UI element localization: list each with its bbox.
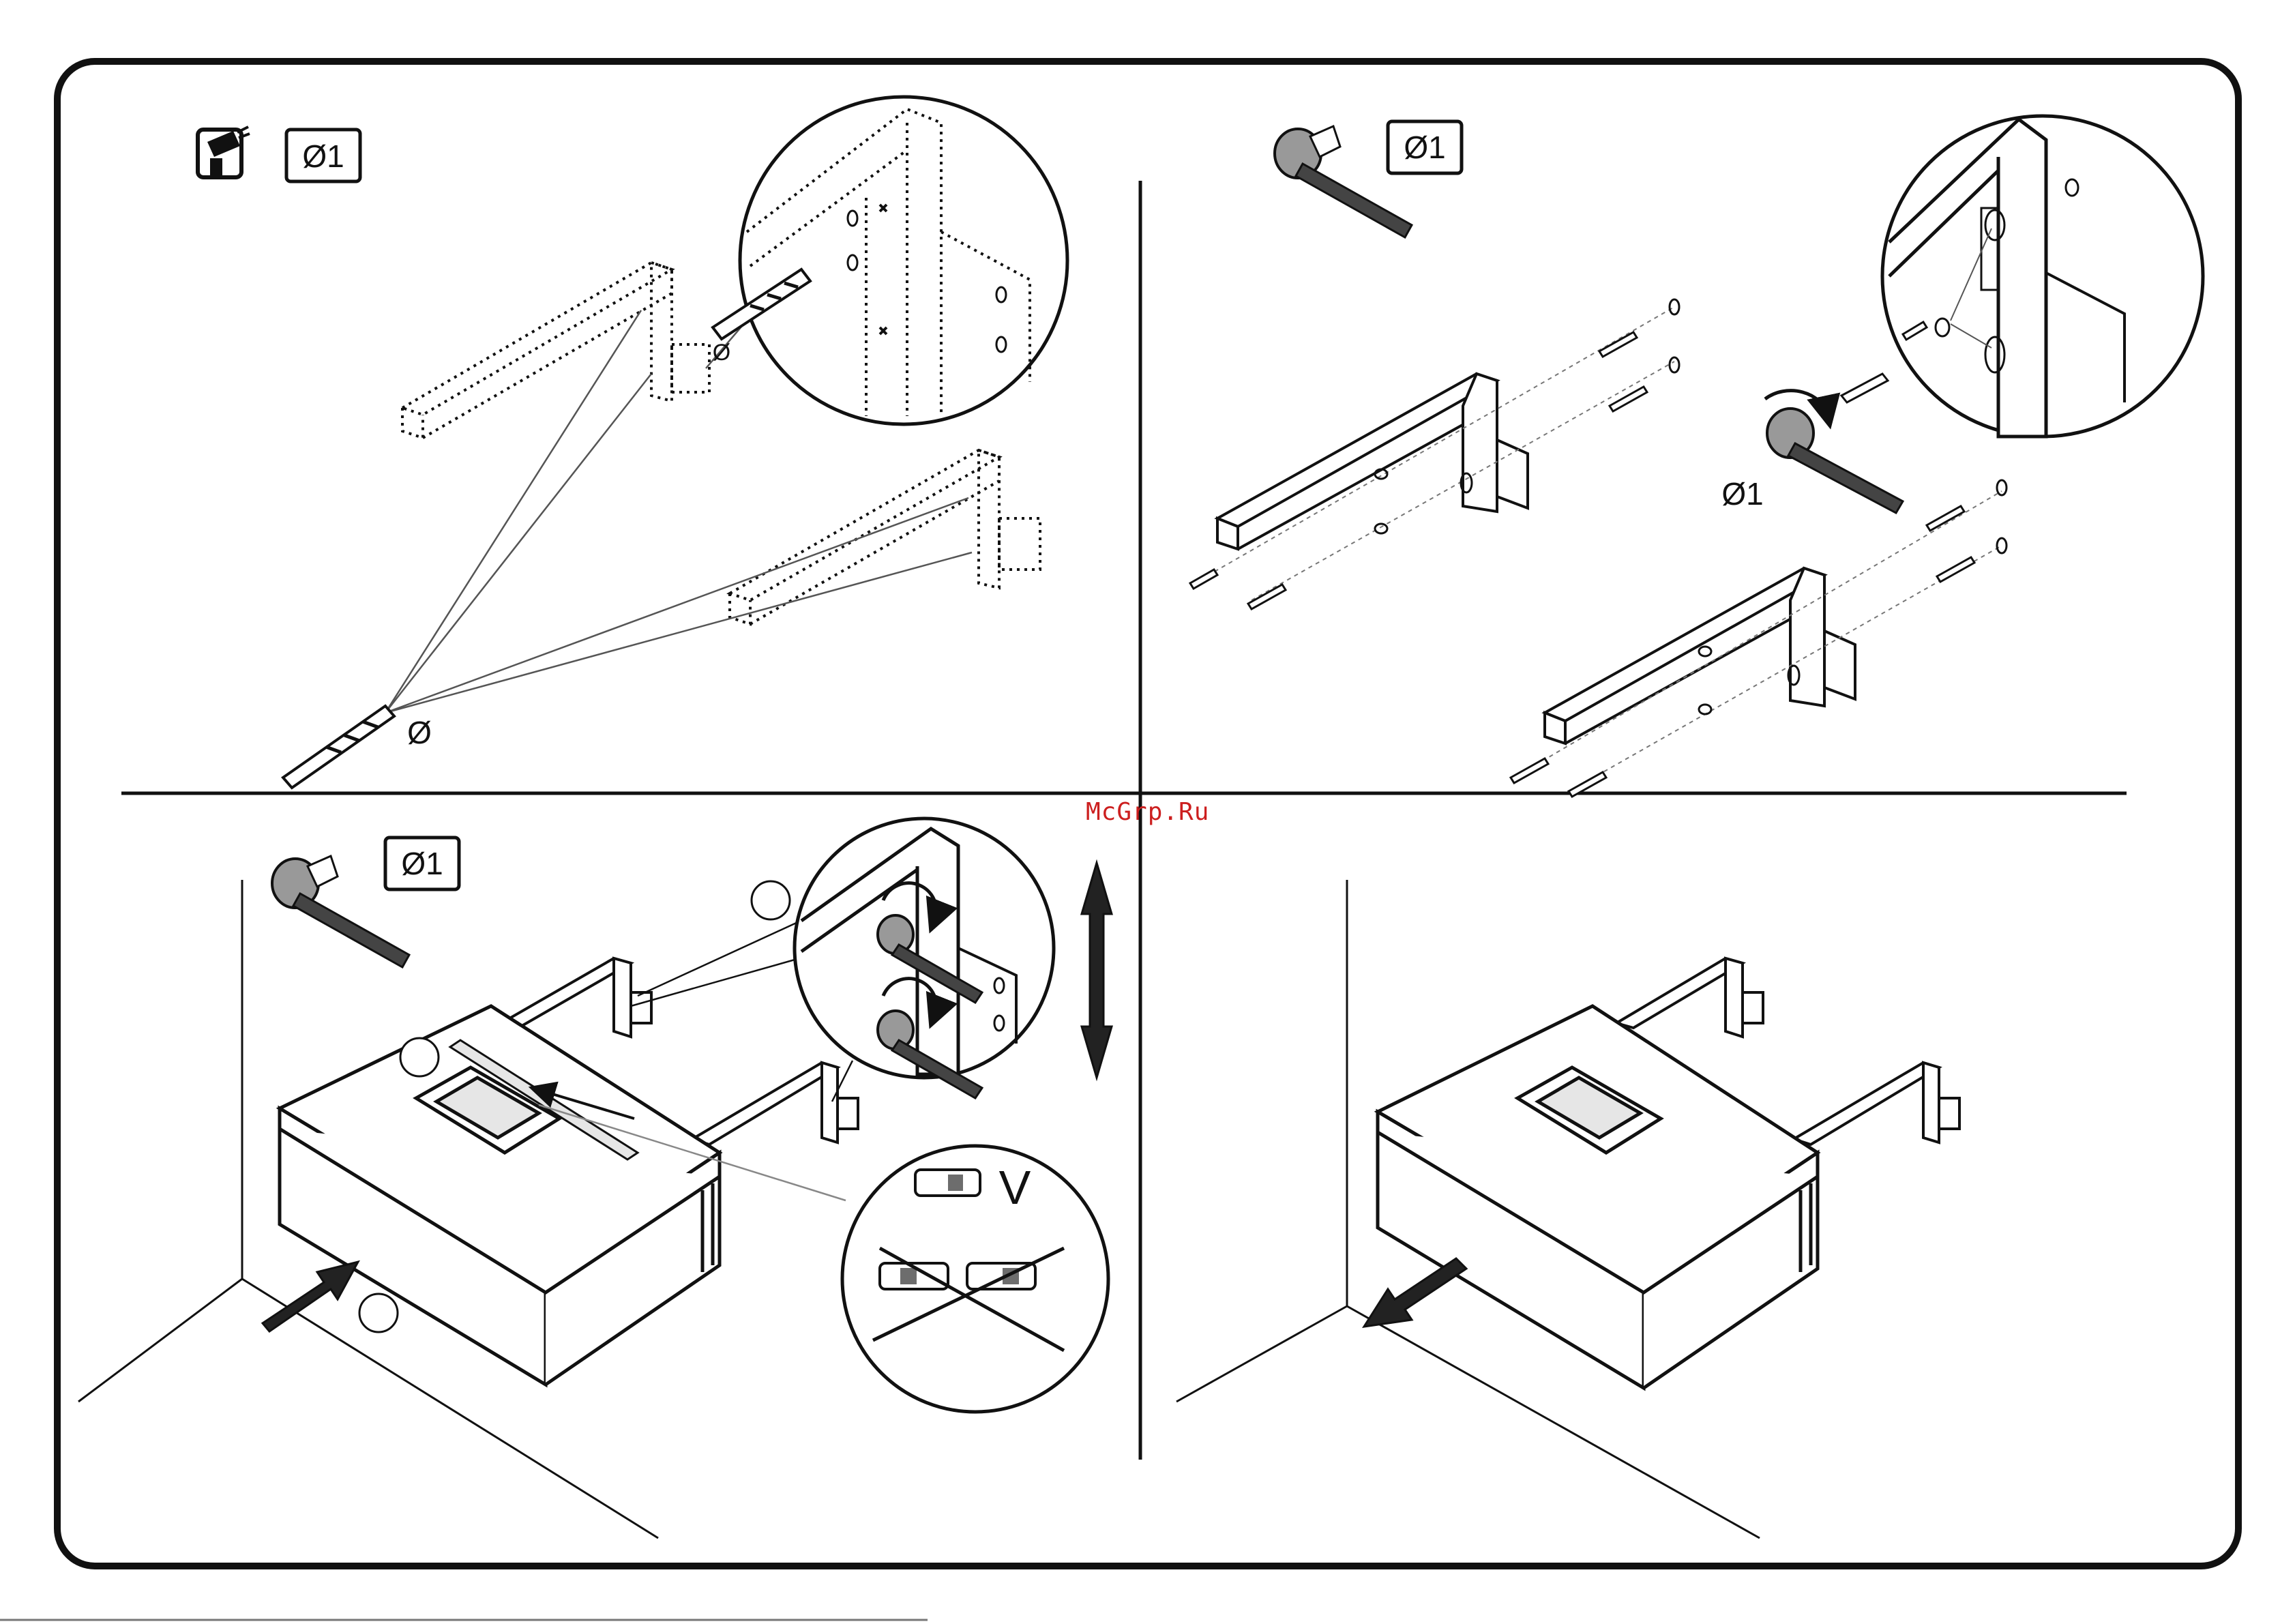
watermark: McGrp.Ru [1086,798,1209,826]
drill-size-label-2: Ø1 [1404,130,1445,165]
zoom-detail-bolts [795,818,1054,1098]
anchor-bolt-rotating [1765,374,1903,513]
drill-bit [283,706,394,788]
vanity-basin [280,1006,720,1385]
vanity-basin-pulled [1378,1006,1818,1388]
drill-size-label-4: Ø1 [401,846,443,881]
double-arrow-icon [1082,863,1112,1078]
step-4-removal [1176,880,1959,1538]
drill-size-label-1: Ø1 [302,138,344,174]
step-2-bracket-fixing: Ø1 [1190,116,2203,797]
anchor-bolt-icon-3 [272,856,409,967]
drill-icon [198,127,250,179]
anchor-bolt-icon [1275,126,1412,237]
zoom-detail-bracket [1882,116,2203,437]
step-3-mounting-leveling: Ø1 [78,818,1112,1538]
zoom-detail-level-check: V [842,1146,1108,1412]
level-ok-mark: V [999,1161,1031,1214]
drill-symbol-large: Ø [407,715,432,750]
arrow-icon-pull [1364,1258,1466,1327]
drill-symbol-small: Ø [713,340,730,366]
zoom-detail-drilling [713,97,1067,424]
step-1-drilling: Ø1 Ø Ø [198,97,1067,788]
drill-size-label-3: Ø1 [1721,476,1763,512]
